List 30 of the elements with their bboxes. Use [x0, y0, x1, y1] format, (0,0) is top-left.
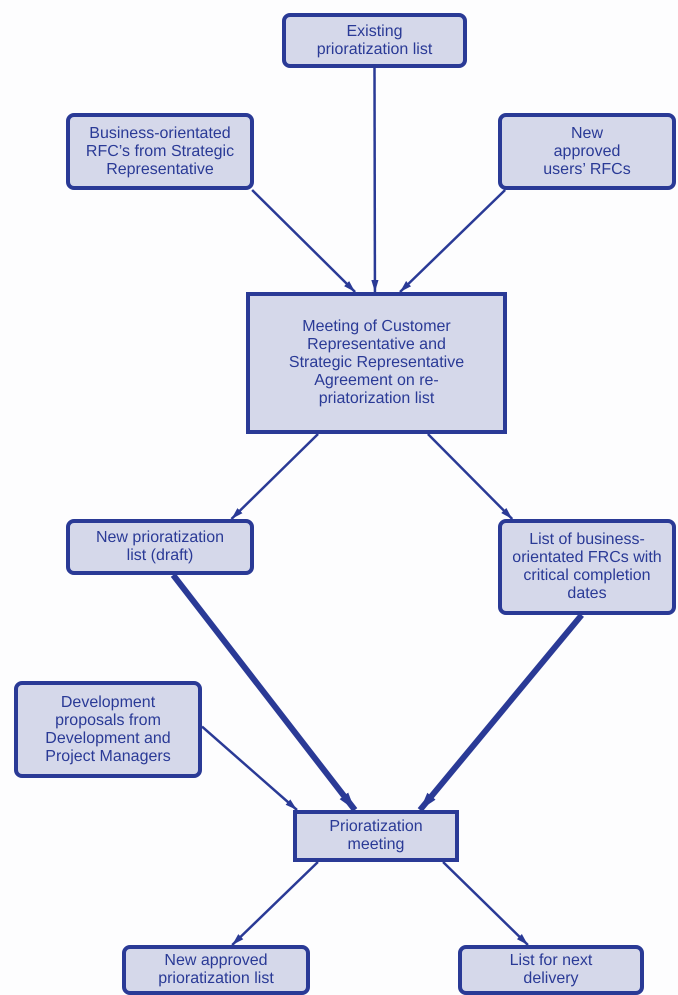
process-box — [246, 292, 507, 434]
box-label: Meeting of Customer Representative and Strategic Representative Agreement on re-priatorization list — [288, 318, 466, 408]
arrow — [427, 433, 514, 520]
rounded-box — [282, 13, 467, 68]
rounded-box — [498, 113, 676, 190]
box-label: New approved prioratization list — [157, 952, 275, 988]
rounded-box — [458, 945, 644, 995]
box-label: New approved users’ RFCs — [542, 124, 632, 178]
box-label: Existing prioratization list — [316, 22, 434, 58]
box-label: New prioratization list (draft) — [94, 529, 226, 565]
box-label: List for next delivery — [508, 952, 594, 988]
box-label: Development proposals from Development and Project Managers — [44, 694, 172, 766]
process-box — [293, 810, 459, 862]
rounded-box — [122, 945, 310, 995]
box-label: List of business-orientated FRCs with critical completion dates — [511, 531, 663, 603]
rounded-box — [498, 519, 676, 615]
box-label: Prioratization meeting — [328, 818, 424, 854]
arrow — [418, 613, 584, 812]
arrow — [251, 189, 356, 293]
arrow — [170, 573, 358, 812]
arrow — [231, 861, 319, 946]
arrow — [371, 68, 378, 292]
box-label: Business-orientated RFC’s from Strategic Representative — [84, 124, 236, 178]
arrow — [230, 433, 319, 520]
rounded-box — [66, 113, 254, 190]
arrow — [442, 861, 529, 946]
rounded-box — [14, 681, 202, 778]
rounded-box — [66, 519, 254, 575]
arrow — [201, 726, 298, 811]
arrow — [399, 189, 506, 293]
